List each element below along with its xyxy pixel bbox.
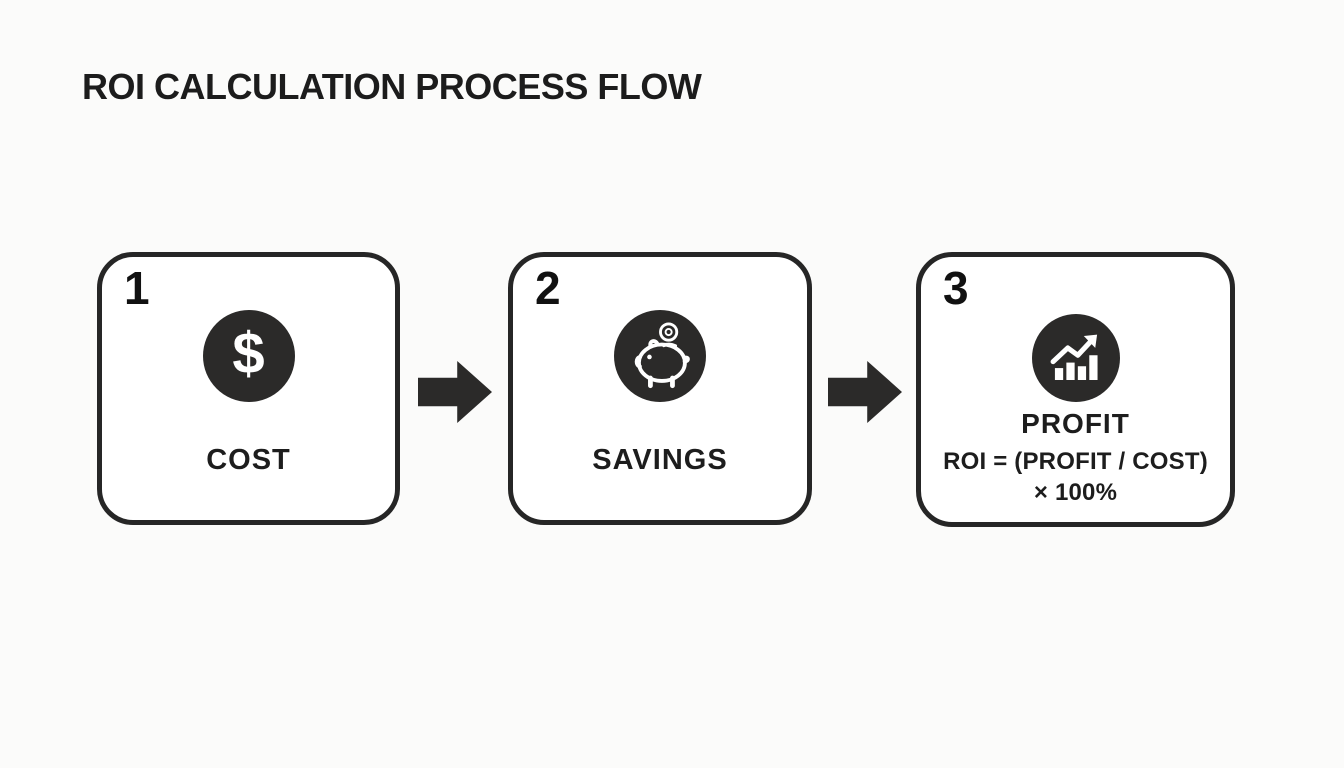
step-label-profit: PROFIT: [1021, 408, 1130, 439]
page-title: ROI CALCULATION PROCESS FLOW: [82, 66, 702, 107]
roi-formula-multiplier: × 100%: [1033, 479, 1118, 506]
dollar-glyph: $: [232, 321, 265, 386]
growth-chart-icon: [1031, 314, 1120, 402]
piggy-bank-icon: [614, 310, 706, 402]
step-box-profit: 3 PROFIT ROI = (PROFIT / COST) × 100%: [916, 252, 1235, 527]
step-label-cost: COST: [206, 444, 291, 476]
step-label-savings: SAVINGS: [592, 444, 728, 476]
flow-arrow-icon: [418, 361, 492, 423]
flow-arrow-icon: [828, 361, 902, 423]
step-number: 3: [943, 262, 969, 314]
dollar-icon: $: [202, 310, 295, 402]
step-number: 1: [124, 262, 150, 314]
step-number: 2: [535, 262, 561, 314]
step-box-cost: 1 $ COST: [97, 252, 400, 525]
roi-formula: ROI = (PROFIT / COST): [943, 448, 1208, 475]
step-box-savings: 2: [508, 252, 812, 525]
